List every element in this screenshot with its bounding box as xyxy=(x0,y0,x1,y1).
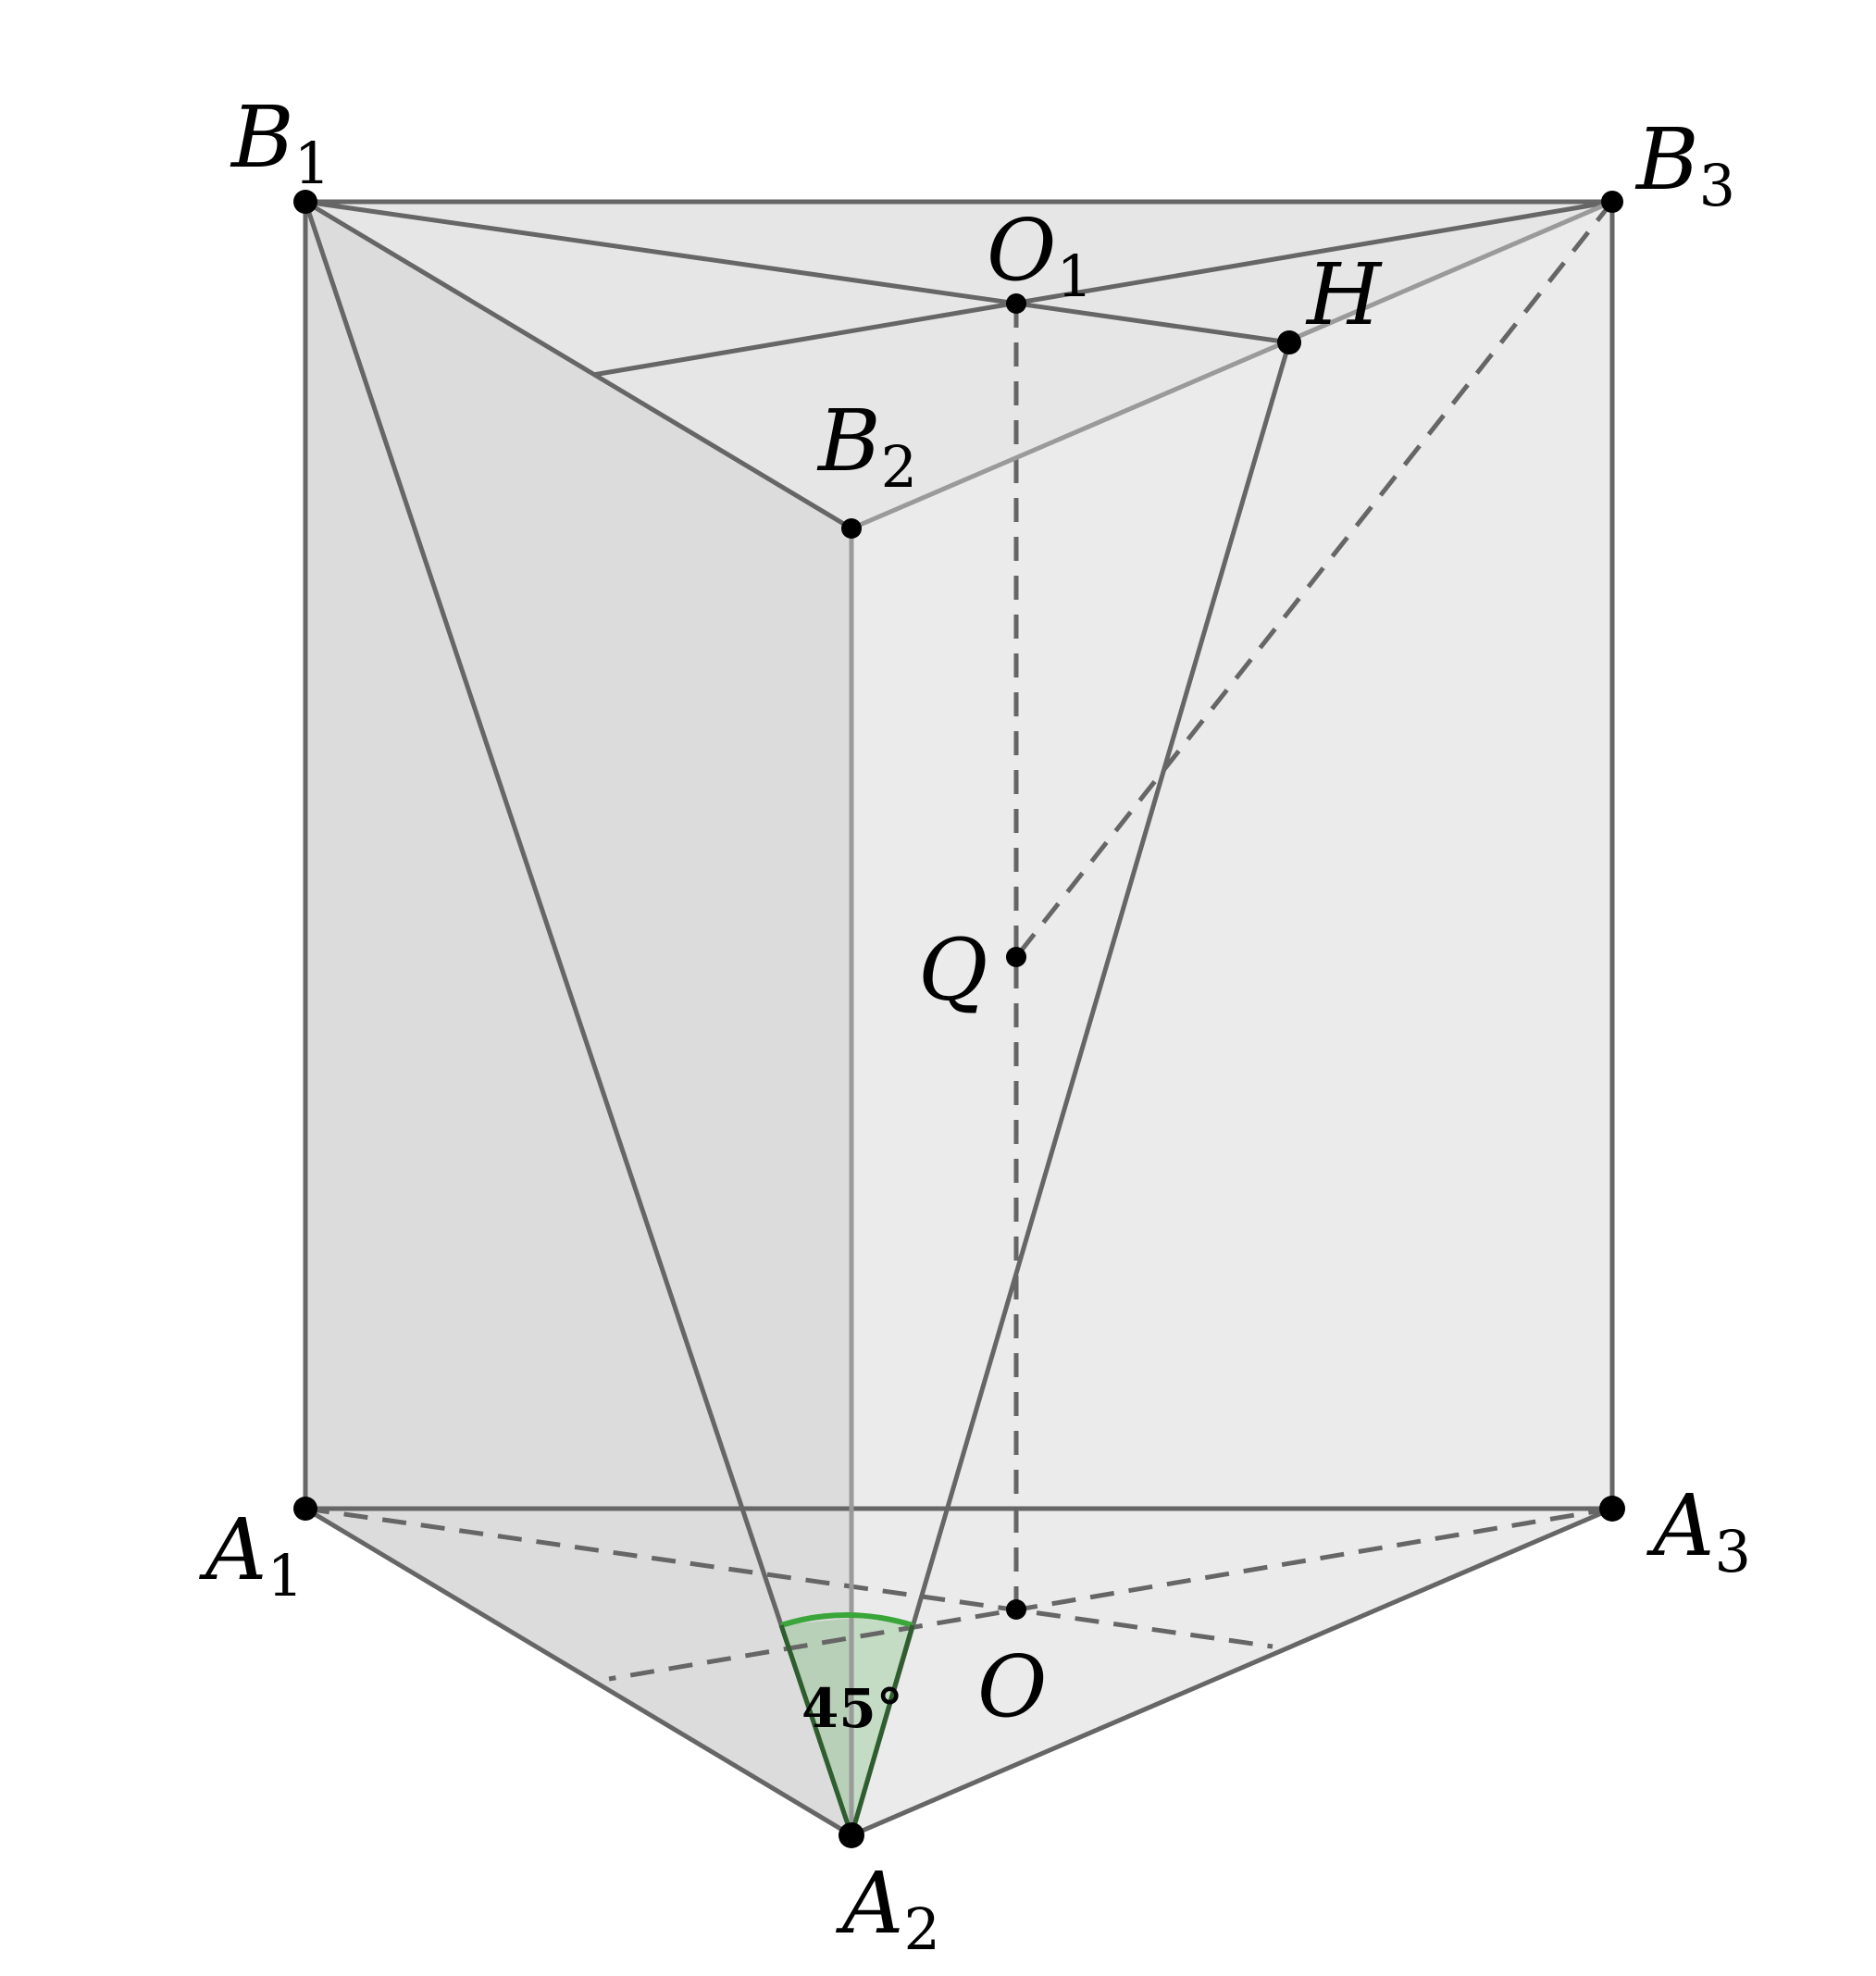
edge-A3-median xyxy=(608,1506,1613,1682)
point-O xyxy=(1006,1599,1026,1620)
label-A3: A3 xyxy=(1646,1476,1751,1585)
face-top xyxy=(305,202,1612,528)
label-B2: B2 xyxy=(816,391,917,501)
edge-A1-median xyxy=(304,1506,1273,1649)
angle-marker: 45° xyxy=(778,1612,915,1836)
angle-ray-right xyxy=(849,1624,915,1836)
point-A1 xyxy=(293,1497,317,1521)
angle-arc xyxy=(780,1612,913,1628)
points xyxy=(293,190,1625,1848)
label-O1: O1 xyxy=(987,201,1093,310)
label-B3: B3 xyxy=(1634,110,1735,219)
edge-A1-A2 xyxy=(304,1506,853,1838)
point-H xyxy=(1277,330,1301,354)
hidden-edges xyxy=(304,200,1614,1682)
point-A2 xyxy=(839,1822,864,1848)
point-O1 xyxy=(1006,293,1026,314)
point-B3 xyxy=(1601,191,1623,213)
edge-B1-B2 xyxy=(304,199,853,531)
point-Q xyxy=(1006,947,1026,967)
face-right xyxy=(851,202,1612,1835)
edge-H-A2 xyxy=(849,342,1292,1836)
label-H: H xyxy=(1305,245,1383,344)
edge-B3-Q xyxy=(1014,200,1614,959)
angle-label: 45° xyxy=(801,1677,903,1740)
point-B1 xyxy=(293,190,317,214)
edge-B1-H xyxy=(304,199,1290,345)
labels: B1 B3 O1 H B2 Q A1 A3 O A2 xyxy=(198,88,1751,1963)
label-A2: A2 xyxy=(835,1854,940,1963)
edge-B3-median-top xyxy=(592,199,1613,378)
point-B2 xyxy=(841,518,862,539)
label-B1: B1 xyxy=(230,88,330,197)
edge-B2-B3 xyxy=(851,199,1613,531)
angle-sector xyxy=(781,1618,913,1835)
edge-A2-A3 xyxy=(851,1506,1613,1838)
point-A3 xyxy=(1599,1496,1625,1522)
label-A1: A1 xyxy=(198,1500,304,1609)
visible-edges xyxy=(303,199,1615,1838)
edge-B1-A2 xyxy=(303,201,854,1836)
label-O: O xyxy=(977,1637,1047,1736)
label-Q: Q xyxy=(918,921,988,1020)
angle-ray-left xyxy=(778,1624,854,1836)
